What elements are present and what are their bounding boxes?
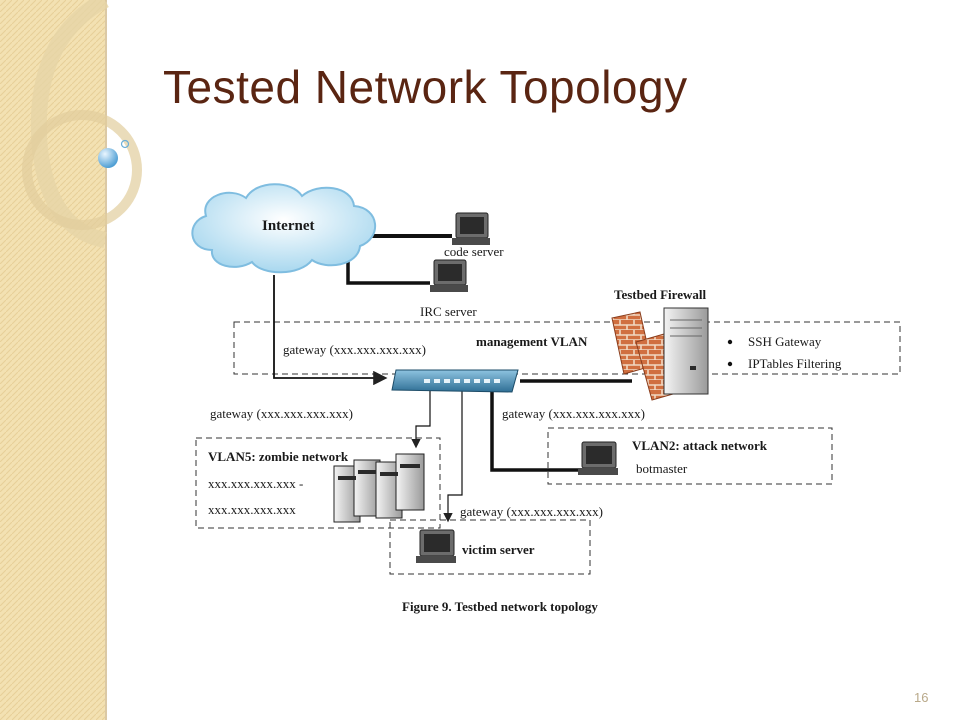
vlan5-box [195,437,441,529]
sidebar-decoration [0,0,142,720]
internet-cloud: Internet [191,183,377,274]
network-switch-icon [391,369,519,393]
network-links [273,234,632,523]
management-vlan-box [233,321,901,375]
gateway-right-label: gateway (xxx.xxx.xxx.xxx) [502,406,645,421]
feature-iptables-filtering: IPTables Filtering [748,356,842,371]
victim-box [389,519,591,575]
page-number: 16 [914,690,929,705]
firewall-features-list: SSH Gateway IPTables Filtering [727,334,842,371]
slide-title: Tested Network Topology [163,61,688,113]
internet-label: Internet [262,218,315,234]
bubble-icon [98,148,118,168]
vlan5-title: VLAN5: zombie network [208,449,349,464]
vlan2-title: VLAN2: attack network [632,438,768,453]
testbed-firewall-label: Testbed Firewall [614,287,706,302]
code-server-label: code server [444,244,504,259]
code-server-icon [452,212,490,245]
management-vlan-label: management VLAN [476,334,588,349]
server-tower-icon [663,307,709,395]
victim-server-label: victim server [462,542,535,557]
gateway-management-label: gateway (xxx.xxx.xxx.xxx) [283,342,426,357]
botmaster-computer-icon [578,441,618,475]
irc-server-label: IRC server [420,304,477,319]
gateway-left-label: gateway (xxx.xxx.xxx.xxx) [210,406,353,421]
zombie-servers-icon [333,453,425,523]
victim-computer-icon [416,529,456,563]
feature-ssh-gateway: SSH Gateway [748,334,822,349]
botmaster-label: botmaster [636,461,688,476]
figure-caption: Figure 9. Testbed network topology [402,599,598,614]
vlan5-range-end: xxx.xxx.xxx.xxx [208,502,296,517]
vlan2-box [547,427,833,485]
gateway-victim-label: gateway (xxx.xxx.xxx.xxx) [460,504,603,519]
irc-server-icon [430,259,468,292]
vlan5-range-start: xxx.xxx.xxx.xxx - [208,476,303,491]
